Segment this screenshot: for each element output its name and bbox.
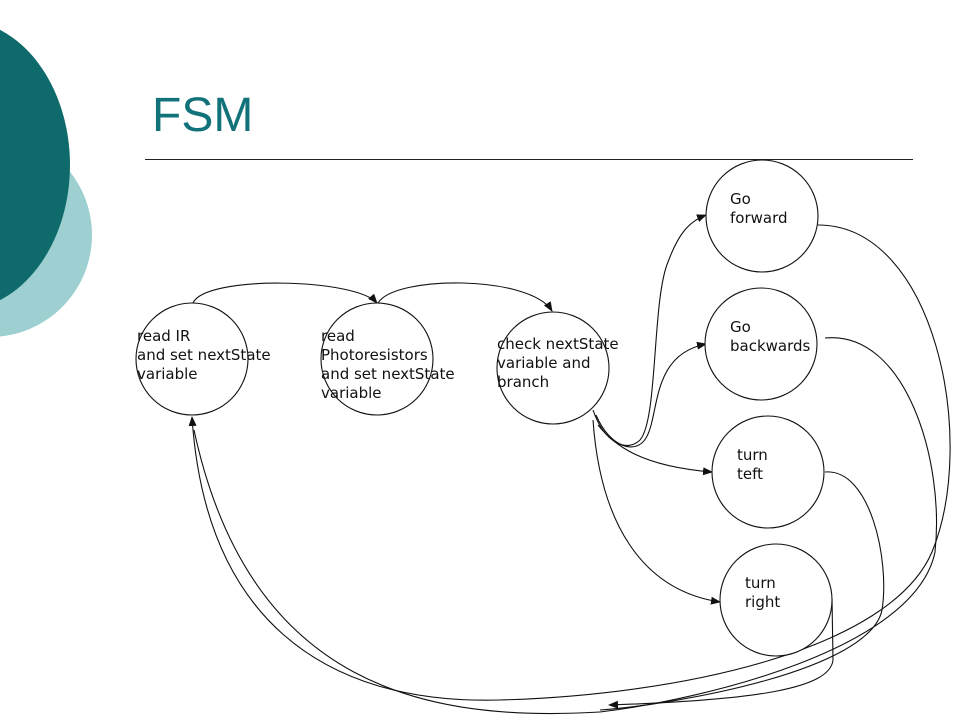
state-check-nextstate: check nextState variable and branch <box>496 311 623 425</box>
state-turn-right-label: turn right <box>745 574 781 611</box>
state-go-forward: Go forward <box>705 159 819 273</box>
state-turn-left-label: turn teft <box>737 446 773 483</box>
state-turn-right-line: right <box>745 593 780 611</box>
edge-check-to-right <box>592 419 721 605</box>
state-turn-left-line: turn <box>737 446 768 464</box>
state-turn-left-circle <box>711 415 825 529</box>
state-read-ir-line: and set nextState <box>137 346 271 364</box>
state-check-nextstate-circle <box>496 311 610 425</box>
state-read-ir: read IR and set nextState variable <box>135 302 275 416</box>
state-go-backwards-line: Go <box>730 318 751 336</box>
edge-check-to-left <box>597 424 713 476</box>
state-turn-left: turn teft <box>711 415 825 529</box>
state-go-forward-circle <box>705 159 819 273</box>
states: read IR and set nextState variable read … <box>135 159 833 657</box>
edge-right-to-ir <box>608 597 834 709</box>
state-go-forward-line: Go <box>730 190 751 208</box>
state-check-nextstate-line: variable and <box>497 354 591 372</box>
state-read-ir-line: variable <box>137 365 198 383</box>
state-turn-left-line: teft <box>737 465 763 483</box>
edge-check-to-backwards <box>595 341 707 448</box>
edge-check-to-forward <box>592 214 707 446</box>
state-turn-right-line: turn <box>745 574 776 592</box>
transitions <box>188 214 951 715</box>
state-read-ir-line: read IR <box>137 327 190 345</box>
state-go-forward-line: forward <box>730 209 788 227</box>
slide-title: FSM <box>152 89 254 142</box>
state-read-ir-label: read IR and set nextState variable <box>137 327 275 383</box>
title-divider <box>145 159 913 160</box>
state-turn-right-circle <box>719 543 833 657</box>
state-read-ir-circle <box>135 302 249 416</box>
state-go-backwards-circle <box>704 287 818 401</box>
state-read-photoresistors-line: Photoresistors <box>321 346 428 364</box>
edge-photo-to-check <box>377 282 553 312</box>
state-check-nextstate-line: branch <box>497 373 549 391</box>
edge-ir-to-photo <box>192 282 378 304</box>
state-turn-right: turn right <box>719 543 833 657</box>
state-check-nextstate-line: check nextState <box>497 335 619 353</box>
state-go-backwards: Go backwards <box>704 287 818 401</box>
decor-dark-circle <box>0 29 70 301</box>
edge-backwards-to-ir <box>599 337 938 713</box>
state-read-photoresistors-line: variable <box>321 384 382 402</box>
state-read-photoresistors-line: and set nextState <box>321 365 455 383</box>
state-read-photoresistors-label: read Photoresistors and set nextState va… <box>321 327 459 402</box>
state-go-backwards-line: backwards <box>730 337 811 355</box>
state-read-photoresistors: read Photoresistors and set nextState va… <box>320 302 459 416</box>
edge-forward-to-ir <box>188 224 951 701</box>
state-go-forward-label: Go forward <box>730 190 788 227</box>
edge-return-path <box>193 429 601 715</box>
state-go-backwards-label: Go backwards <box>730 318 811 355</box>
state-read-photoresistors-line: read <box>321 327 355 345</box>
state-read-photoresistors-circle <box>320 302 434 416</box>
edge-left-to-ir <box>599 471 885 711</box>
state-check-nextstate-label: check nextState variable and branch <box>497 335 623 391</box>
